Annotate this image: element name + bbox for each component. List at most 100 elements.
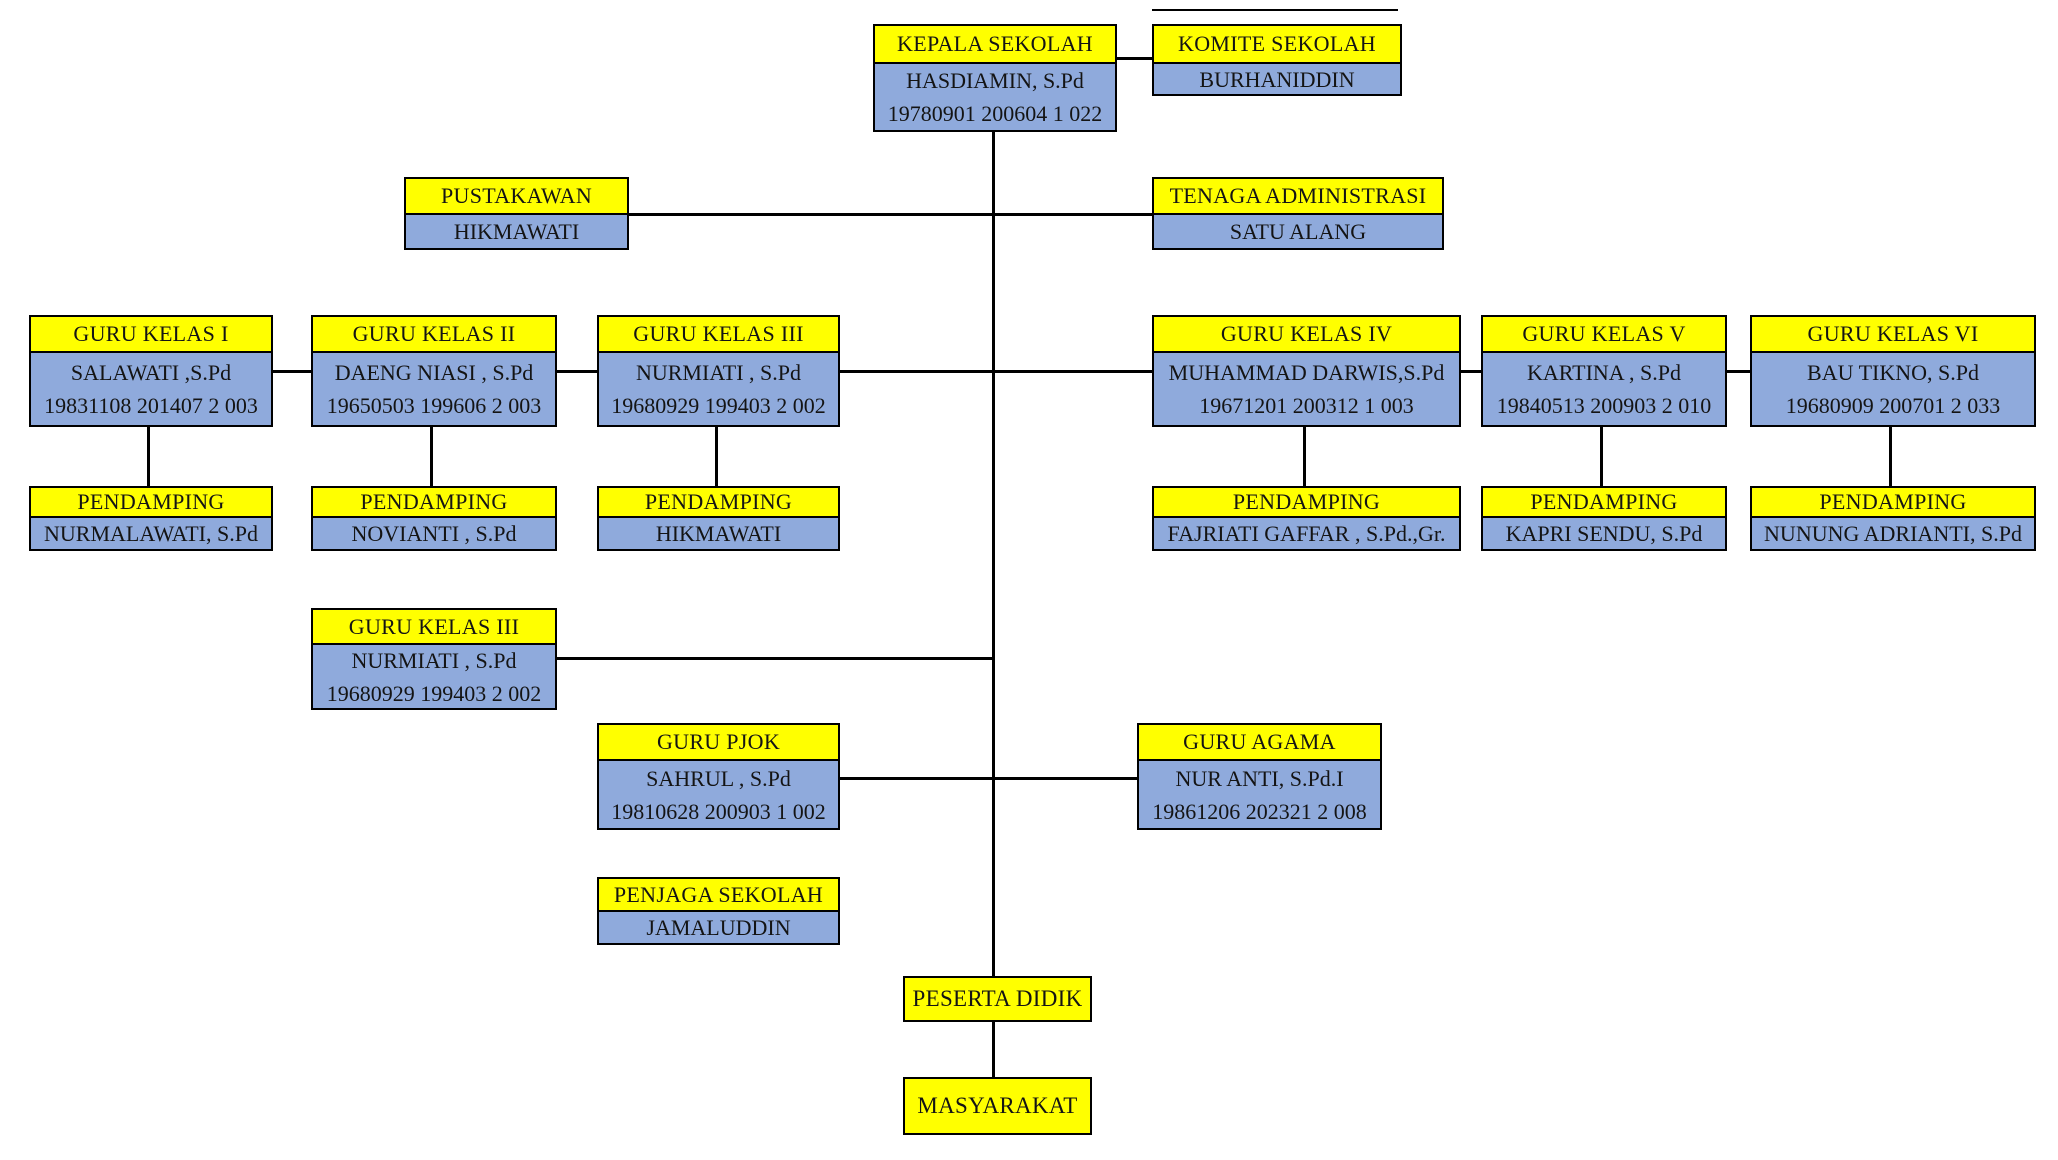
node-nip: 19680909 200701 2 033: [1785, 393, 2001, 418]
node-body: NUNUNG ADRIANTI, S.Pd: [1752, 518, 2034, 549]
org-node-pendamping-3: PENDAMPING HIKMAWATI: [597, 486, 840, 551]
node-title: PENDAMPING: [31, 488, 271, 518]
connector-peserta-masyarakat: [992, 1022, 995, 1077]
node-body: NUR ANTI, S.Pd.I 19861206 202321 2 008: [1139, 761, 1380, 828]
node-body: SATU ALANG: [1154, 215, 1442, 248]
node-body: HASDIAMIN, S.Pd 19780901 200604 1 022: [875, 64, 1115, 130]
org-node-kepala-sekolah: KEPALA SEKOLAH HASDIAMIN, S.Pd 19780901 …: [873, 24, 1117, 132]
node-nip: 19840513 200903 2 010: [1496, 393, 1712, 418]
org-node-guru-kelas-5: GURU KELAS V KARTINA , S.Pd 19840513 200…: [1481, 315, 1727, 427]
node-person-name: DAENG NIASI , S.Pd: [334, 360, 534, 385]
org-node-guru-kelas-6: GURU KELAS VI BAU TIKNO, S.Pd 19680909 2…: [1750, 315, 2036, 427]
node-title: PENDAMPING: [1752, 488, 2034, 518]
connector-gk5-gk6: [1723, 370, 1750, 373]
node-person-name: NURMALAWATI, S.Pd: [44, 521, 258, 546]
connector-gk2-pendamping: [430, 427, 433, 486]
node-body: DAENG NIASI , S.Pd 19650503 199606 2 003: [313, 353, 555, 425]
node-body: BURHANIDDIN: [1154, 64, 1400, 94]
node-person-name: KAPRI SENDU, S.Pd: [1505, 521, 1703, 546]
node-body: NURMIATI , S.Pd 19680929 199403 2 002: [599, 353, 838, 425]
node-body: BAU TIKNO, S.Pd 19680909 200701 2 033: [1752, 353, 2034, 425]
node-person-name: MUHAMMAD DARWIS,S.Pd: [1168, 360, 1445, 385]
node-title: GURU PJOK: [599, 725, 838, 761]
org-node-guru-kelas-1: GURU KELAS I SALAWATI ,S.Pd 19831108 201…: [29, 315, 273, 427]
connector-trunk-vertical: [992, 131, 995, 976]
connector-gk3-pendamping: [715, 427, 718, 486]
connector-gk4-gk5: [1457, 370, 1481, 373]
node-person-name: NURMIATI , S.Pd: [635, 360, 802, 385]
org-node-guru-kelas-3b: GURU KELAS III NURMIATI , S.Pd 19680929 …: [311, 608, 557, 710]
org-node-guru-kelas-4: GURU KELAS IV MUHAMMAD DARWIS,S.Pd 19671…: [1152, 315, 1461, 427]
org-node-tenaga-administrasi: TENAGA ADMINISTRASI SATU ALANG: [1152, 177, 1444, 250]
org-node-pendamping-4: PENDAMPING FAJRIATI GAFFAR , S.Pd.,Gr.: [1152, 486, 1461, 551]
node-nip: 19831108 201407 2 003: [44, 393, 258, 418]
node-title: KOMITE SEKOLAH: [1154, 26, 1400, 64]
node-body: NURMALAWATI, S.Pd: [31, 518, 271, 549]
connector-gk3b-trunk: [553, 657, 994, 660]
node-title: GURU KELAS V: [1483, 317, 1725, 353]
org-node-penjaga-sekolah: PENJAGA SEKOLAH JAMALUDDIN: [597, 877, 840, 945]
node-person-name: JAMALUDDIN: [646, 915, 791, 940]
connector-pjok-agama: [836, 777, 1137, 780]
node-person-name: SALAWATI ,S.Pd: [70, 360, 232, 385]
node-person-name: FAJRIATI GAFFAR , S.Pd.,Gr.: [1167, 521, 1446, 546]
node-person-name: HIKMAWATI: [453, 219, 580, 244]
connector-gk2-gk3: [553, 370, 597, 373]
node-nip: 19780901 200604 1 022: [887, 101, 1103, 126]
org-node-masyarakat: MASYARAKAT: [903, 1077, 1092, 1135]
node-body: MUHAMMAD DARWIS,S.Pd 19671201 200312 1 0…: [1154, 353, 1459, 425]
org-node-pendamping-6: PENDAMPING NUNUNG ADRIANTI, S.Pd: [1750, 486, 2036, 551]
node-person-name: KARTINA , S.Pd: [1527, 360, 1681, 385]
node-nip: 19650503 199606 2 003: [326, 393, 542, 418]
node-body: HIKMAWATI: [599, 518, 838, 549]
connector-pustakawan-tenaga: [625, 213, 1152, 216]
node-body: HIKMAWATI: [406, 215, 627, 248]
node-title: GURU KELAS IV: [1154, 317, 1459, 353]
node-title: GURU KELAS III: [313, 610, 555, 645]
node-person-name: BAU TIKNO, S.Pd: [1807, 360, 1979, 385]
node-title: MASYARAKAT: [917, 1093, 1078, 1118]
org-node-peserta-didik: PESERTA DIDIK: [903, 976, 1092, 1022]
node-body: SALAWATI ,S.Pd 19831108 201407 2 003: [31, 353, 271, 425]
connector-gk3-gk4: [836, 370, 1152, 373]
org-node-guru-kelas-2: GURU KELAS II DAENG NIASI , S.Pd 1965050…: [311, 315, 557, 427]
node-nip: 19680929 199403 2 002: [326, 680, 542, 706]
node-title: PENDAMPING: [599, 488, 838, 518]
node-title: PENDAMPING: [1483, 488, 1725, 518]
node-person-name: HASDIAMIN, S.Pd: [906, 68, 1084, 93]
node-person-name: BURHANIDDIN: [1199, 66, 1355, 92]
node-body: NURMIATI , S.Pd 19680929 199403 2 002: [313, 645, 555, 708]
node-body: KAPRI SENDU, S.Pd: [1483, 518, 1725, 549]
org-node-guru-pjok: GURU PJOK SAHRUL , S.Pd 19810628 200903 …: [597, 723, 840, 830]
node-title: GURU AGAMA: [1139, 725, 1380, 761]
connector-kepala-komite: [1113, 57, 1152, 60]
org-node-guru-kelas-3: GURU KELAS III NURMIATI , S.Pd 19680929 …: [597, 315, 840, 427]
node-body: JAMALUDDIN: [599, 912, 838, 943]
org-node-pendamping-2: PENDAMPING NOVIANTI , S.Pd: [311, 486, 557, 551]
connector-gk6-pendamping: [1889, 427, 1892, 486]
node-nip: 19680929 199403 2 002: [611, 393, 826, 418]
node-title: PESERTA DIDIK: [912, 986, 1083, 1011]
org-node-komite-sekolah: KOMITE SEKOLAH BURHANIDDIN: [1152, 24, 1402, 96]
node-body: KARTINA , S.Pd 19840513 200903 2 010: [1483, 353, 1725, 425]
node-nip: 19861206 202321 2 008: [1152, 798, 1367, 824]
connector-komite-top-line: [1152, 9, 1398, 11]
node-person-name: SAHRUL , S.Pd: [646, 765, 791, 791]
node-title: GURU KELAS III: [599, 317, 838, 353]
node-title: PENDAMPING: [313, 488, 555, 518]
node-title: PUSTAKAWAN: [406, 179, 627, 215]
node-title: GURU KELAS VI: [1752, 317, 2034, 353]
node-title: GURU KELAS II: [313, 317, 555, 353]
node-person-name: NUNUNG ADRIANTI, S.Pd: [1764, 521, 2022, 546]
node-person-name: NOVIANTI , S.Pd: [351, 521, 517, 546]
node-title: PENDAMPING: [1154, 488, 1459, 518]
connector-gk4-pendamping: [1303, 427, 1306, 486]
node-nip: 19810628 200903 1 002: [611, 798, 826, 824]
node-person-name: NURMIATI , S.Pd: [351, 647, 517, 673]
node-title: TENAGA ADMINISTRASI: [1154, 179, 1442, 215]
node-title: PENJAGA SEKOLAH: [599, 879, 838, 912]
node-body: NOVIANTI , S.Pd: [313, 518, 555, 549]
node-person-name: NUR ANTI, S.Pd.I: [1175, 765, 1344, 791]
org-node-pustakawan: PUSTAKAWAN HIKMAWATI: [404, 177, 629, 250]
